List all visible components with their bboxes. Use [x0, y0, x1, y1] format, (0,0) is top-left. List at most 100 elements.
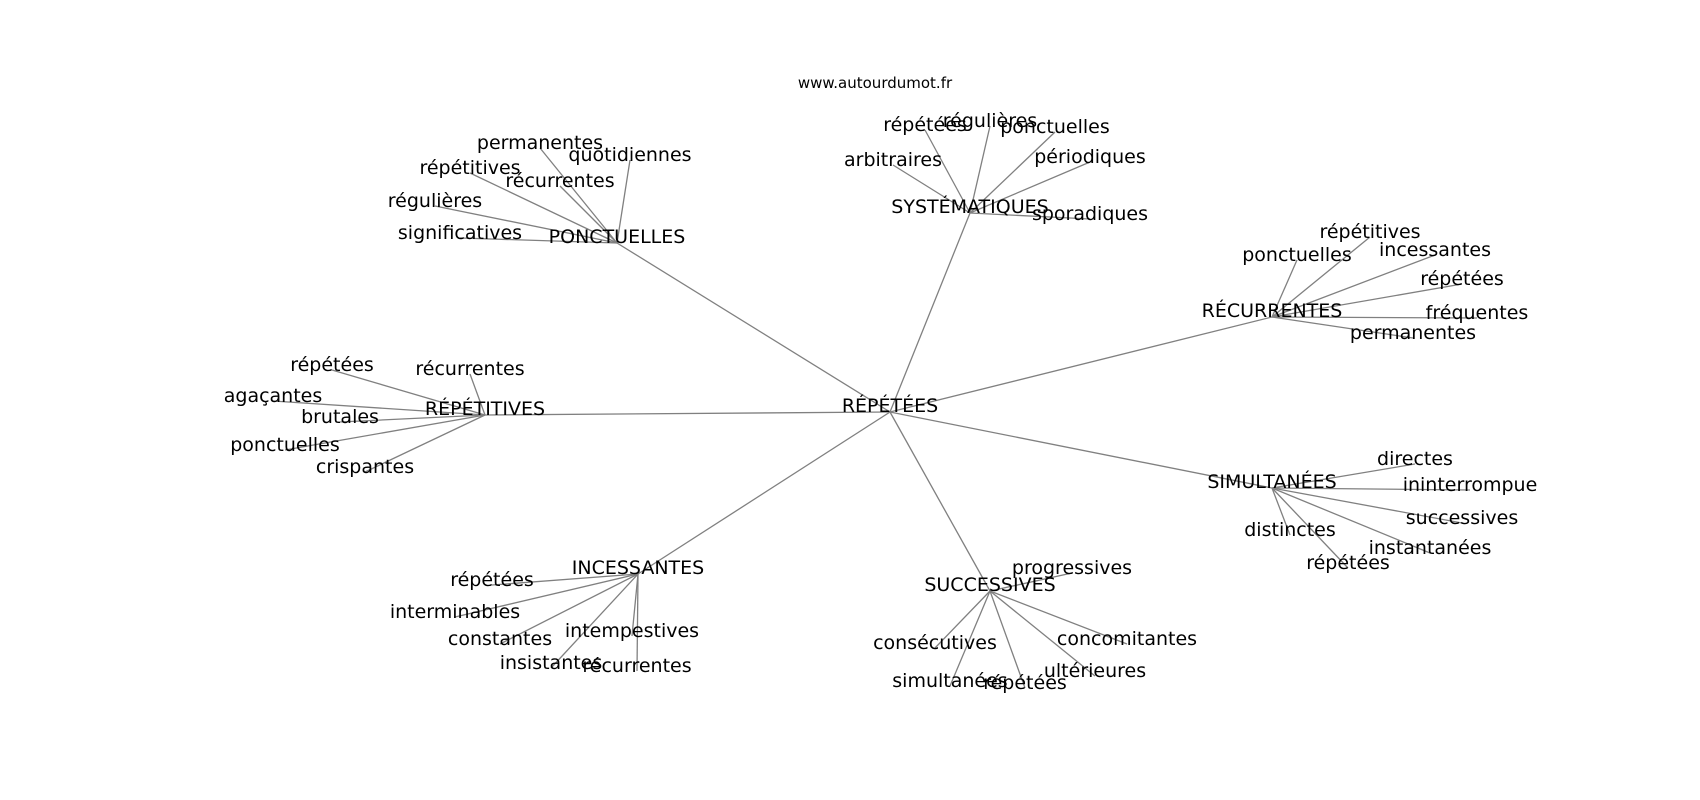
word-node: ininterrompue — [1403, 474, 1538, 496]
hub-node: RÉCURRENTES — [1202, 299, 1343, 322]
word-node: distinctes — [1244, 519, 1336, 541]
edge-hub-to-word — [989, 572, 1073, 592]
word-node: régulières — [388, 190, 482, 212]
edge-hub-to-word — [989, 590, 1096, 677]
word-node: répétées — [1306, 552, 1390, 574]
edge-hub-to-word — [1271, 259, 1298, 318]
word-node: fréquentes — [1426, 302, 1529, 324]
edge-hub-to-word — [550, 573, 639, 669]
edge-center-to-hub — [616, 242, 891, 413]
word-node: ponctuelles — [1242, 244, 1352, 266]
word-node: répétées — [1420, 268, 1504, 290]
word-node: progressives — [1012, 557, 1132, 579]
word-node: répétées — [290, 354, 374, 376]
hub-node: SIMULTANÉES — [1207, 470, 1336, 493]
hub-node: INCESSANTES — [572, 557, 704, 579]
graph-labels: www.autourdumot.fr RÉPÉTÉES PONCTUELLES pe… — [224, 74, 1538, 694]
edge-hub-to-word — [969, 161, 1091, 214]
word-node: régulières — [943, 110, 1037, 132]
edge-hub-to-word — [331, 369, 486, 416]
edge-hub-to-word — [454, 573, 639, 618]
word-node: crispantes — [316, 456, 414, 478]
word-node: insistantes — [500, 652, 603, 674]
word-node: agaçantes — [224, 385, 323, 407]
edge-hub-to-word — [1271, 316, 1414, 339]
edge-hub-to-word — [892, 164, 971, 214]
graph-edges — [272, 125, 1478, 689]
word-node: répétées — [450, 569, 534, 591]
edge-hub-to-word — [539, 147, 618, 244]
word-node: simultanées — [892, 670, 1007, 692]
word-node: répétitives — [419, 157, 520, 179]
edge-hub-to-word — [1271, 316, 1478, 319]
edge-hub-to-word — [272, 400, 486, 416]
edge-hub-to-word — [469, 373, 486, 416]
edge-center-to-hub — [889, 411, 1273, 489]
edge-hub-to-word — [969, 125, 991, 214]
hub-node: SUCCESSIVES — [924, 574, 1055, 596]
word-node: répétées — [883, 114, 967, 136]
edge-hub-to-word — [1271, 236, 1371, 318]
word-node: constantes — [448, 628, 552, 650]
edge-hub-to-word — [459, 237, 618, 244]
edge-hub-to-word — [1271, 487, 1349, 569]
edge-hub-to-word — [934, 590, 991, 649]
word-node: incessantes — [1379, 239, 1491, 261]
word-node: brutales — [301, 406, 379, 428]
edge-hub-to-word — [636, 573, 639, 672]
edge-hub-to-word — [469, 172, 618, 244]
edge-hub-to-word — [969, 212, 1091, 220]
edge-hub-to-word — [989, 590, 1128, 645]
edge-hub-to-word — [284, 414, 486, 451]
edge-hub-to-word — [924, 129, 971, 214]
edge-center-to-hub — [889, 316, 1273, 413]
word-node: arbitraires — [844, 149, 942, 171]
edge-hub-to-word — [1271, 254, 1436, 318]
word-node: interminables — [390, 601, 520, 623]
edge-center-to-hub — [484, 411, 891, 416]
edge-center-to-hub — [637, 411, 891, 575]
edge-hub-to-word — [364, 414, 486, 473]
edge-hub-to-word — [1271, 487, 1291, 536]
hub-node: PONCTUELLES — [549, 226, 686, 248]
word-node: sporadiques — [1032, 203, 1148, 225]
word-node: concomitantes — [1057, 628, 1197, 650]
edge-hub-to-word — [969, 131, 1056, 214]
edge-hub-to-word — [631, 573, 639, 637]
word-node: récurrentes — [415, 358, 524, 380]
edge-hub-to-word — [1271, 487, 1471, 491]
word-node: consécutives — [873, 632, 997, 654]
edge-hub-to-word — [1271, 487, 1463, 524]
edge-hub-to-word — [1271, 283, 1463, 318]
word-node: permanentes — [477, 132, 603, 154]
word-node: ponctuelles — [1000, 116, 1110, 138]
source-label: www.autourdumot.fr — [798, 74, 953, 92]
hub-node: SYSTÉMATIQUES — [891, 195, 1048, 218]
word-node: répétées — [983, 672, 1067, 694]
edge-hub-to-word — [949, 590, 991, 687]
edge-hub-to-word — [559, 185, 618, 244]
word-node: répétitives — [1319, 221, 1420, 243]
word-node: successives — [1406, 507, 1518, 529]
edge-hub-to-word — [989, 590, 1026, 689]
edge-hub-to-word — [616, 159, 631, 244]
edge-hub-to-word — [491, 573, 639, 586]
edge-center-to-hub — [889, 411, 991, 592]
word-node: intempestives — [565, 620, 699, 642]
word-node: ponctuelles — [230, 434, 340, 456]
word-node: ultérieures — [1044, 660, 1146, 682]
edge-hub-to-word — [1271, 487, 1431, 554]
word-node: directes — [1377, 448, 1453, 470]
word-node: récurrentes — [582, 655, 691, 677]
center-node: RÉPÉTÉES — [842, 394, 938, 417]
edge-hub-to-word — [434, 205, 618, 244]
word-node: instantanées — [1369, 537, 1492, 559]
word-node: significatives — [398, 222, 522, 244]
edge-center-to-hub — [889, 212, 971, 413]
hub-node: RÉPÉTITIVES — [425, 397, 545, 420]
word-node: périodiques — [1034, 146, 1146, 168]
word-node: permanentes — [1350, 322, 1476, 344]
edge-hub-to-word — [339, 414, 486, 423]
edge-hub-to-word — [499, 573, 639, 645]
